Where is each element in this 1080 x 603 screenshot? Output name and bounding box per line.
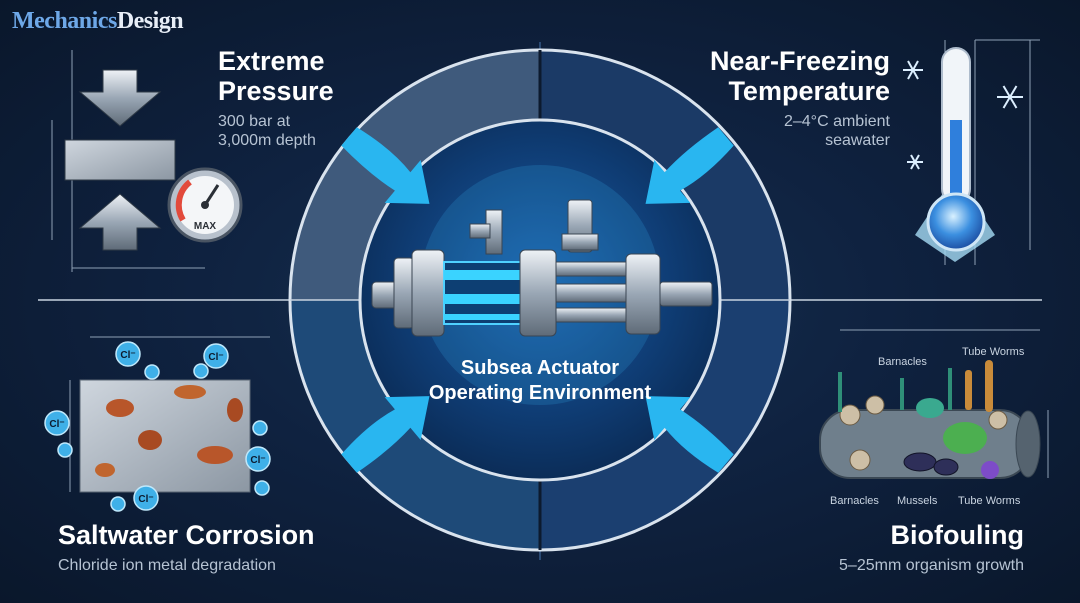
brand-part1: Mechanics <box>12 8 117 34</box>
snowflake-icon <box>903 60 1023 170</box>
ring-segment-bottom-right <box>540 300 790 550</box>
svg-text:Cl⁻: Cl⁻ <box>49 419 64 430</box>
corroded-plate-icon <box>69 336 270 493</box>
thermometer-icon <box>915 39 1040 265</box>
brand-part2: Design <box>116 8 184 34</box>
bio-label-top-barnacles: Barnacles <box>878 356 927 368</box>
temperature-sub-line2: seawater <box>825 132 890 149</box>
biofouling-block: Biofouling 5–25mm organism growth <box>839 520 1024 575</box>
bio-label-top-tubeworms: Tube Worms <box>962 346 1025 358</box>
bio-label-bottom-tubeworms: Tube Worms <box>958 495 1021 507</box>
arrow-top-left-icon <box>341 127 430 204</box>
bio-label-bottom-barnacles: Barnacles <box>830 495 879 507</box>
pressure-block: Extreme Pressure 300 bar at 3,000m depth <box>218 46 334 150</box>
chloride-ion-icon <box>44 341 271 512</box>
gauge-max-label: MAX <box>194 221 217 232</box>
temperature-sub-line1: 2–4°C ambient <box>783 113 890 130</box>
biofouling-title: Biofouling <box>890 520 1024 550</box>
arrow-bottom-right-icon <box>645 396 734 473</box>
svg-text:Cl⁻: Cl⁻ <box>138 494 153 505</box>
ring-segment-bottom-left <box>290 300 540 550</box>
ring-segment-top-left <box>290 50 540 300</box>
corrosion-sub: Chloride ion metal degradation <box>58 557 276 574</box>
pressure-press-icon <box>51 50 243 272</box>
pressure-sub-line1: 300 bar at <box>218 113 291 130</box>
pressure-sub-line2: 3,000m depth <box>218 132 316 149</box>
ring-segment-top-right <box>540 50 790 300</box>
actuator-icon <box>371 199 713 337</box>
arrow-group <box>341 127 734 473</box>
svg-text:Cl⁻: Cl⁻ <box>208 352 223 363</box>
bio-label-bottom-mussels: Mussels <box>897 495 938 507</box>
corrosion-block: Saltwater Corrosion Chloride ion metal d… <box>58 520 315 575</box>
chloride-labels: Cl⁻ Cl⁻ Cl⁻ Cl⁻ Cl⁻ <box>49 350 265 505</box>
arrow-top-right-icon <box>645 127 734 204</box>
brand-logo: MechanicsDesign <box>12 8 184 35</box>
svg-text:Cl⁻: Cl⁻ <box>120 350 135 361</box>
fouled-pipe-icon <box>819 329 1049 479</box>
biofouling-sub: 5–25mm organism growth <box>839 557 1024 574</box>
svg-text:Cl⁻: Cl⁻ <box>250 455 265 466</box>
arrow-bottom-left-icon <box>341 396 430 473</box>
temperature-block: Near-Freezing Temperature 2–4°C ambient … <box>710 46 890 150</box>
corrosion-title: Saltwater Corrosion <box>58 520 315 550</box>
temperature-title-line2: Temperature <box>728 76 890 106</box>
pressure-title-line2: Pressure <box>218 76 334 106</box>
pressure-title-line1: Extreme <box>218 46 325 76</box>
center-label: Subsea Actuator Operating Environment <box>428 357 652 404</box>
temperature-title-line1: Near-Freezing <box>709 46 890 76</box>
